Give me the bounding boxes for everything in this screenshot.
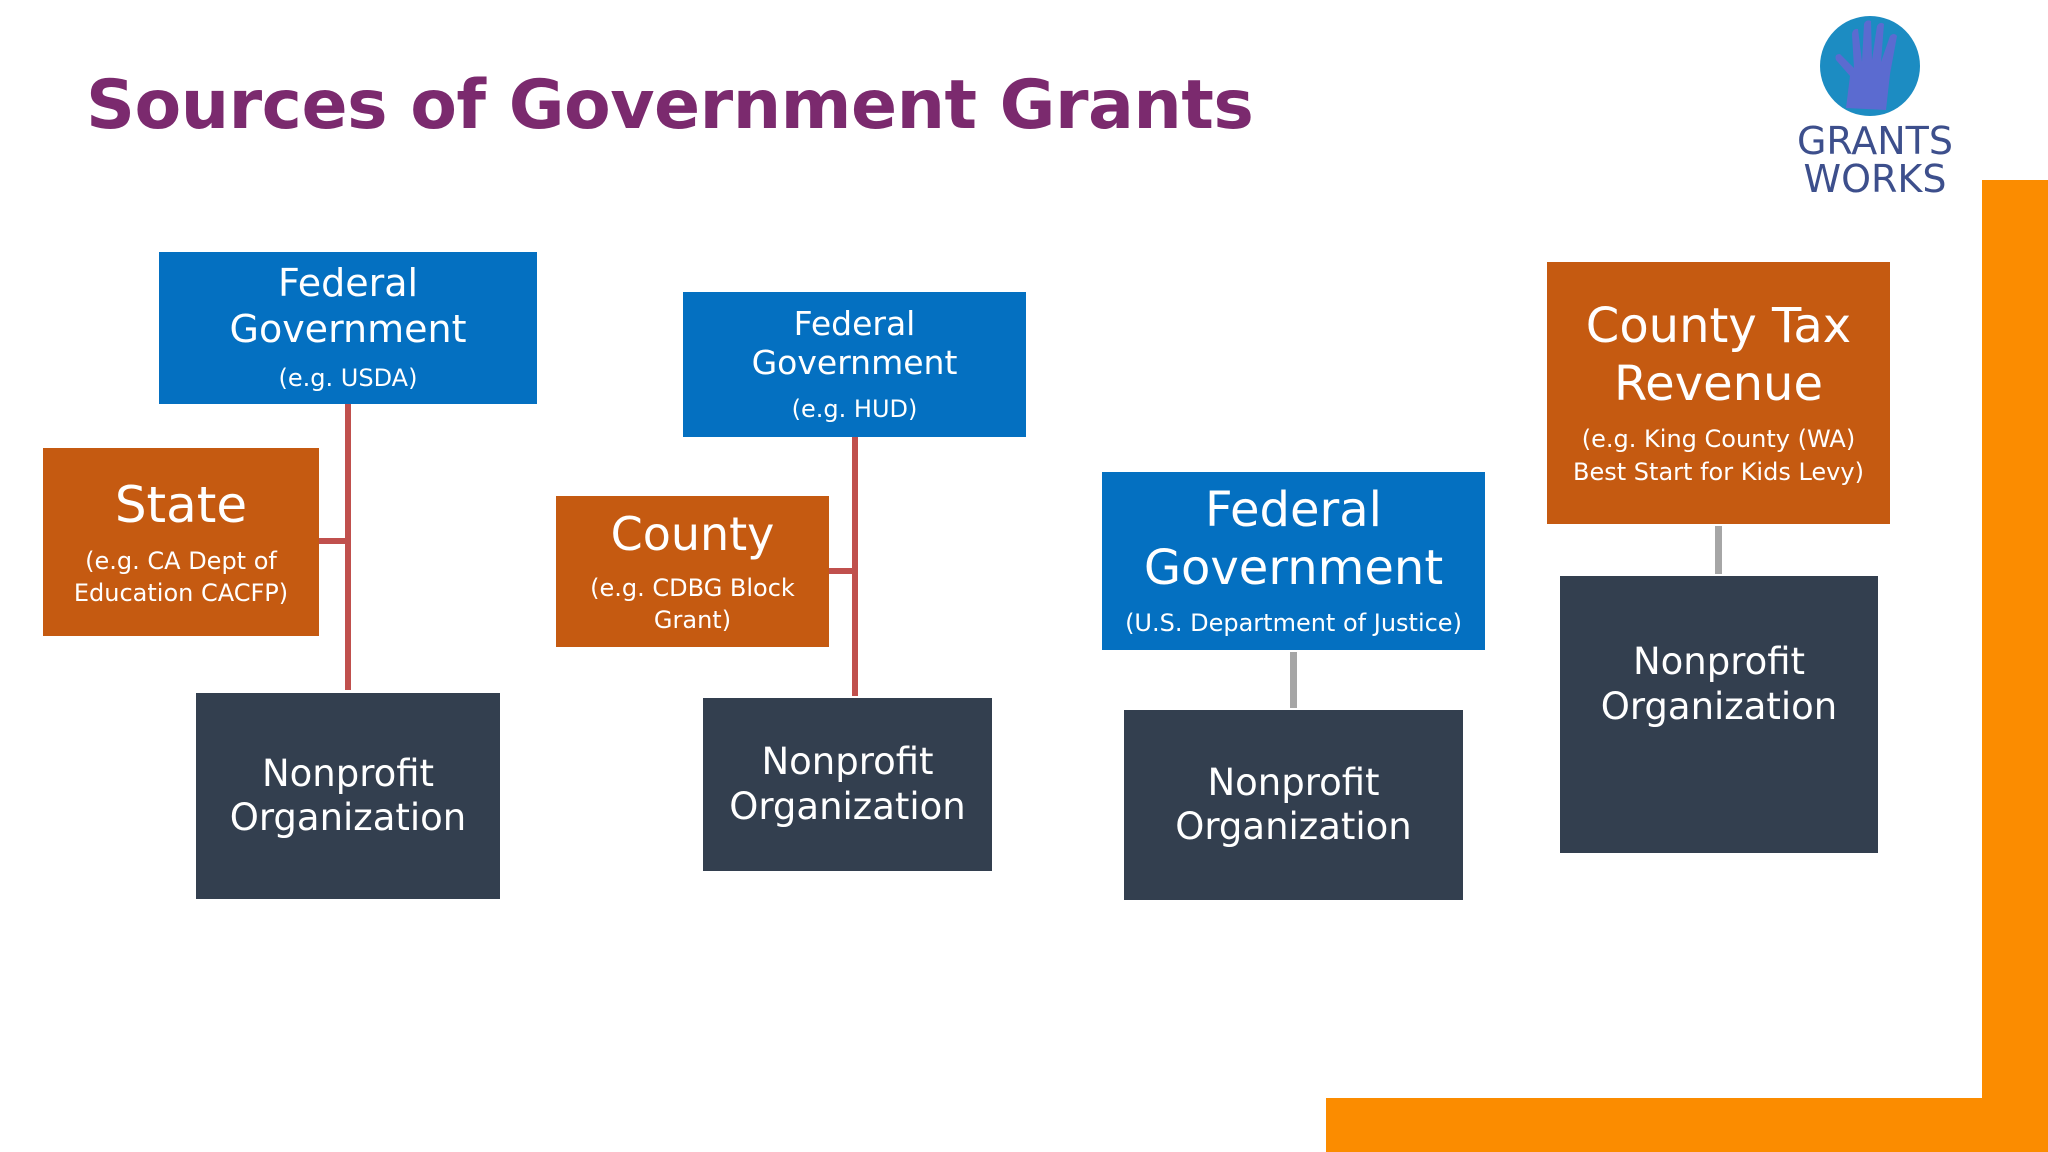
hand-logo-icon xyxy=(1820,16,1920,116)
box-state: State (e.g. CA Dept of Education CACFP) xyxy=(43,448,319,636)
connector-g2-branch xyxy=(828,568,855,574)
box-county: County (e.g. CDBG Block Grant) xyxy=(556,496,829,647)
box-federal-usda: Federal Government (e.g. USDA) xyxy=(159,252,537,404)
box-federal-hud: Federal Government (e.g. HUD) xyxy=(683,292,1026,437)
box-main-text: Nonprofit Organization xyxy=(1600,640,1838,728)
box-nonprofit-g1: Nonprofit Organization xyxy=(196,693,500,899)
box-main-text: Nonprofit Organization xyxy=(729,740,966,828)
box-sub-text: (e.g. USDA) xyxy=(278,364,418,393)
box-sub-text: (e.g. CA Dept of Education CACFP) xyxy=(73,546,289,607)
box-main-text: Federal Government xyxy=(229,261,467,351)
box-nonprofit-g2: Nonprofit Organization xyxy=(703,698,992,871)
box-main-text: Nonprofit Organization xyxy=(229,751,467,839)
box-sub-text: (e.g. King County (WA) Best Start for Ki… xyxy=(1573,425,1864,486)
connector-g1-branch xyxy=(318,538,348,544)
connector-g1-vertical xyxy=(345,402,351,690)
box-sub-text: (e.g. HUD) xyxy=(791,394,918,423)
connector-g4 xyxy=(1715,526,1722,574)
box-county-tax-revenue: County Tax Revenue (e.g. King County (WA… xyxy=(1547,262,1890,524)
accent-bar-vertical xyxy=(1982,180,2048,1152)
box-nonprofit-g3: Nonprofit Organization xyxy=(1124,710,1463,900)
box-nonprofit-g4: Nonprofit Organization xyxy=(1560,576,1878,853)
box-main-text: Federal Government xyxy=(751,303,958,383)
page-title: Sources of Government Grants xyxy=(86,66,1254,145)
box-main-text: County xyxy=(610,506,775,561)
box-federal-doj: Federal Government (U.S. Department of J… xyxy=(1102,472,1485,650)
logo-hand xyxy=(1835,20,1897,110)
box-sub-text: (e.g. CDBG Block Grant) xyxy=(590,573,795,635)
box-main-text: State xyxy=(114,475,248,534)
box-main-text: Nonprofit Organization xyxy=(1175,760,1412,848)
logo-text-line2: WORKS xyxy=(1803,157,1947,201)
accent-bar-horizontal xyxy=(1326,1098,2048,1152)
grants-works-logo: GRANTS WORKS xyxy=(1790,14,1960,204)
box-main-text: County Tax Revenue xyxy=(1585,298,1852,412)
box-main-text: Federal Government xyxy=(1143,482,1444,596)
connector-g3 xyxy=(1290,652,1297,708)
logo-text-line1: GRANTS xyxy=(1796,119,1954,163)
connector-g2-vertical xyxy=(852,436,858,696)
box-sub-text: (U.S. Department of Justice) xyxy=(1125,609,1462,638)
